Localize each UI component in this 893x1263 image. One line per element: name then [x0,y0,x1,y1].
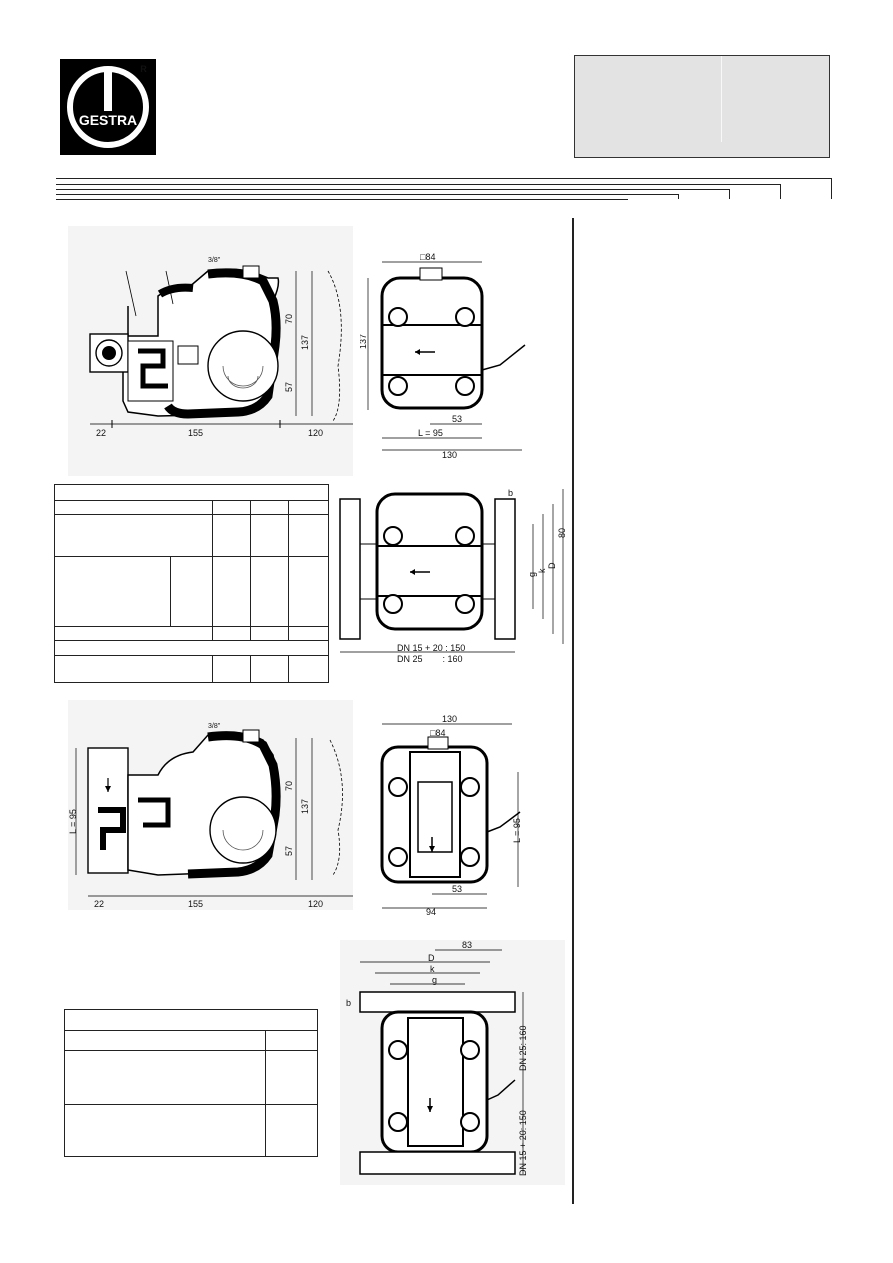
header-rule-1 [56,178,832,180]
header-rule-2 [56,184,781,186]
header-box-divider [721,56,722,142]
dim-dn25-f: DN 25: 160 [518,1025,528,1071]
gestra-logo-mark: GESTRA [60,59,156,155]
drawing-side-section-1: 3/8" 22 155 120 70 137 57 [68,226,353,476]
table-flanged-dimensions-2 [64,1009,318,1157]
dim-137-d: 137 [300,799,310,814]
dim-137-a: 137 [300,335,310,350]
header-tick-2 [780,184,782,199]
header-tick-3 [729,189,731,199]
registered-mark-icon: R [136,61,151,76]
dim-g-f: g [432,975,437,985]
table-flanged-dimensions-1 [54,484,329,683]
dim-dn15-20-c: DN 15 + 20 : 150 [397,643,465,653]
dim-83-f: 83 [462,940,472,950]
dim-57-d: 57 [284,846,294,856]
drawing-side-section-2: 3/8" L = 95 22 155 120 70 137 57 [68,700,353,910]
dim-137-b: 137 [360,334,368,349]
dim-b-f: b [346,998,351,1008]
dim-k-f: k [430,964,435,974]
dim-k-c: k [537,568,547,573]
drawing-front-view-1: □84 137 53 L = 95 130 [358,250,535,460]
dim-84-e: □84 [430,728,445,738]
drawing-front-view-2: 130 □84 L = 95 53 94 [370,712,540,917]
header-rule-4 [56,194,679,196]
gestra-logo: GESTRA [60,59,156,155]
dim-80-c: 80 [557,528,567,538]
drawing-flanged-vertical-view: 83 D k g b DN 25: 160 DN 15 + 20: 150 [340,940,565,1185]
dim-dn15-20-f: DN 15 + 20: 150 [518,1110,528,1176]
logo-text: GESTRA [79,112,137,128]
dim-l95-e: L = 95 [512,818,522,843]
dim-22-d: 22 [94,899,104,909]
header-rule-5 [56,199,628,201]
dim-155-d: 155 [188,899,203,909]
dim-70-a: 70 [284,314,294,324]
dim-d-c: D [547,562,557,569]
dim-57-a: 57 [284,382,294,392]
dim-g-c: g [527,572,537,577]
dim-b-c: b [508,488,513,498]
dim-155-a: 155 [188,428,203,438]
dim-120-a: 120 [308,428,323,438]
dim-120-d: 120 [308,899,323,909]
dim-53-e: 53 [452,884,462,894]
header-info-box [574,55,830,158]
dim-l95-b: L = 95 [418,428,443,438]
drawing-flanged-front-view: b 80 g k D DN 15 + 20 : 150 DN 25 : 160 [335,484,575,669]
dim-22-a: 22 [96,428,106,438]
thread-label-1: 3/8" [208,257,221,264]
header-tick-4 [678,194,680,199]
dim-53-b: 53 [452,414,462,424]
dim-d-f: D [428,953,435,963]
dim-l95-d: L = 95 [68,809,78,834]
column-divider [572,218,574,1204]
dim-84-a: □84 [420,252,435,262]
thread-label-2: 3/8" [208,723,221,730]
dim-130-e: 130 [442,714,457,724]
dim-dn25-c: DN 25 : 160 [397,654,463,664]
dim-94-e: 94 [426,907,436,917]
dim-70-d: 70 [284,781,294,791]
registered-mark-text: R [140,64,147,74]
header-rule-3 [56,189,730,191]
header-tick-1 [831,178,833,199]
dim-130-b: 130 [442,450,457,460]
